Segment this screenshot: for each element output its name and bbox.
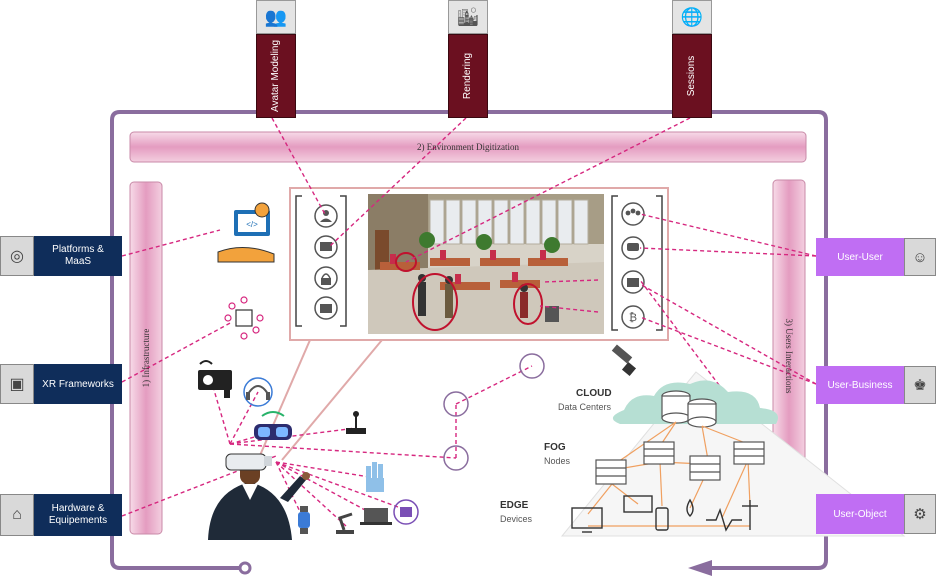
- vr-person-illustration: [208, 453, 310, 540]
- interactions-bar-label: 3) Users Interactions: [784, 318, 794, 394]
- top-tab-avatar-modeling[interactable]: 👥 Avatar Modeling: [256, 0, 296, 118]
- cloud-network-icons: [443, 353, 545, 471]
- network-chip-icon: [224, 296, 264, 340]
- box-label: XR Frameworks: [42, 378, 114, 390]
- svg-text:</>: </>: [246, 220, 258, 229]
- box-label: MaaS: [64, 256, 92, 267]
- panel-left-icons: [314, 204, 338, 320]
- panel-right-icons: [621, 202, 645, 329]
- right-box-user-business[interactable]: User-Business ♚: [816, 366, 936, 404]
- fog-subtitle: Nodes: [544, 456, 571, 466]
- maze-icon: ◎: [0, 236, 34, 276]
- vr-headset-icon: ⌂: [0, 494, 34, 536]
- laptop-icon: [360, 508, 392, 525]
- joystick-icon: [346, 411, 366, 434]
- edge-subtitle: Devices: [500, 514, 533, 524]
- box-label: User-Business: [827, 379, 893, 391]
- fog-title: FOG: [544, 442, 566, 453]
- virtual-office-scene: [368, 194, 604, 334]
- tab-label: Sessions: [686, 55, 697, 97]
- top-tab-rendering[interactable]: 🏙 Rendering: [448, 0, 488, 118]
- box-label: User-User: [837, 251, 883, 263]
- left-box-hardware[interactable]: ⌂ Hardware & Equipements: [0, 494, 122, 536]
- edge-title: EDGE: [500, 500, 529, 511]
- vr-goggles-icon: [254, 411, 292, 440]
- environment-bar-shape: [129, 131, 807, 163]
- cloud-subtitle: Data Centers: [558, 402, 612, 412]
- tab-label: Rendering: [462, 52, 473, 100]
- robot-icon: [393, 499, 419, 525]
- svg-text:₿: ₿: [629, 312, 637, 324]
- user-chat-icon: ☺: [904, 238, 936, 276]
- infrastructure-bar-label: 1) Infrastructure: [141, 328, 151, 388]
- continuum-links: [587, 421, 751, 527]
- globe-icon: 🌐: [672, 0, 712, 34]
- frame-start-dot: [238, 561, 252, 575]
- laptop-code-hand-icon: </>: [217, 202, 275, 263]
- left-box-xr-frameworks[interactable]: ▣ XR Frameworks: [0, 364, 122, 404]
- right-box-user-object[interactable]: User-Object ⚙: [816, 494, 936, 534]
- people-icon: 👥: [256, 0, 296, 34]
- business-meeting-icon: ♚: [904, 366, 936, 404]
- edge-device-icons: [571, 495, 758, 533]
- environment-bar-label: 2) Environment Digitization: [417, 142, 519, 152]
- tab-label: Avatar Modeling: [270, 39, 281, 113]
- top-tab-sessions[interactable]: 🌐 Sessions: [672, 0, 712, 118]
- camera-icon: [198, 360, 232, 398]
- cloud-title: CLOUD: [576, 388, 612, 399]
- box-label: Hardware &: [51, 503, 105, 514]
- city-map-icon: 🏙: [448, 0, 488, 34]
- glove-icon: [366, 462, 384, 492]
- server-icons: [595, 441, 765, 485]
- box-label: User-Object: [833, 508, 887, 520]
- box-label: Equipements: [48, 515, 108, 526]
- frame-arrow-head: [688, 560, 712, 576]
- vr-collage-icon: ▣: [0, 364, 34, 404]
- satellite-icon: [611, 344, 637, 377]
- smartwatch-icon: [298, 506, 310, 534]
- robot-arm-icon: [336, 512, 354, 534]
- infrastructure-bar-shape: [129, 181, 163, 535]
- user-gear-icon: ⚙: [904, 494, 936, 534]
- left-box-platforms-maas[interactable]: ◎ Platforms & MaaS: [0, 236, 122, 276]
- headset-icon: [243, 377, 273, 407]
- right-box-user-user[interactable]: User-User ☺: [816, 238, 936, 276]
- database-icon: [661, 390, 717, 428]
- box-label: Platforms &: [52, 244, 104, 255]
